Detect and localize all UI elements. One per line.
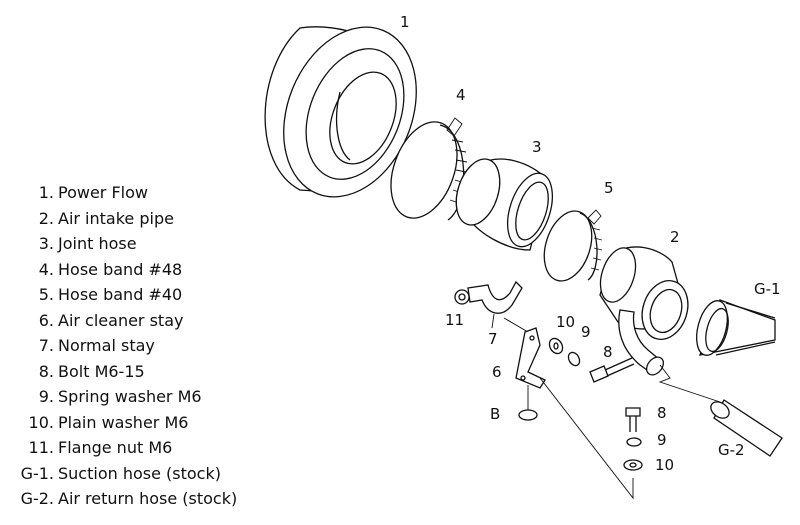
callout-3: 3	[532, 138, 542, 156]
legend-number: 8.	[38, 361, 54, 381]
legend-label: Joint hose	[58, 234, 137, 253]
legend-number: 6.	[38, 310, 54, 330]
legend-number: 5.	[38, 285, 54, 304]
power-flow-filter	[264, 26, 417, 198]
legend-label: Plain washer M6	[58, 412, 189, 432]
legend-item-g2: G-2.Air return hose (stock)	[0, 486, 300, 512]
legend-item-9: 9.Spring washer M6	[0, 384, 300, 410]
callout-9-lower: 9	[657, 431, 667, 449]
legend-item-7: 7.Normal stay	[0, 333, 300, 359]
legend-item-8: 8.Bolt M6-15	[0, 359, 300, 385]
legend-number: 4.	[38, 259, 54, 279]
suction-hose-g1	[696, 299, 776, 356]
legend-label: Hose band #40	[58, 285, 183, 304]
legend-label: Air return hose (stock)	[58, 489, 238, 508]
callout-1: 1	[400, 13, 410, 31]
parts-legend: 1.Power Flow 2.Air intake pipe 3.Joint h…	[0, 180, 300, 512]
legend-number: 11.	[28, 438, 54, 457]
callout-g2: G-2	[718, 441, 745, 459]
legend-label: Normal stay	[58, 336, 155, 355]
legend-label: Flange nut M6	[58, 438, 173, 457]
callout-b: B	[490, 405, 500, 423]
air-cleaner-stay	[515, 327, 546, 421]
legend-item-3: 3.Joint hose	[0, 231, 300, 257]
legend-label: Hose band #48	[58, 259, 183, 279]
legend-label: Spring washer M6	[58, 387, 202, 406]
legend-number: 2.	[38, 208, 54, 228]
joint-hose	[455, 158, 554, 251]
callout-8-lower: 8	[657, 404, 667, 422]
washers-and-bolt-lower	[539, 377, 643, 500]
normal-stay-and-flange-nut	[454, 280, 529, 333]
callout-g1: G-1	[754, 280, 781, 298]
callout-11: 11	[445, 311, 464, 329]
legend-number: 3.	[38, 234, 54, 253]
legend-number: G-1.	[20, 463, 54, 483]
legend-item-6: 6.Air cleaner stay	[0, 308, 300, 334]
legend-number: G-2.	[20, 489, 54, 508]
hose-band-48	[390, 117, 468, 221]
callout-10-lower: 10	[655, 456, 674, 474]
legend-item-2: 2.Air intake pipe	[0, 206, 300, 232]
callout-4: 4	[456, 86, 466, 104]
legend-label: Suction hose (stock)	[58, 463, 221, 483]
callout-7: 7	[488, 330, 498, 348]
hose-band-40	[543, 209, 603, 282]
callout-2: 2	[670, 228, 680, 246]
callout-10-upper: 10	[556, 313, 575, 331]
callout-8-upper: 8	[603, 343, 613, 361]
legend-item-4: 4.Hose band #48	[0, 257, 300, 283]
legend-item-10: 10.Plain washer M6	[0, 410, 300, 436]
legend-label: Air intake pipe	[58, 208, 174, 228]
legend-number: 9.	[38, 387, 54, 406]
legend-label: Power Flow	[58, 183, 148, 202]
washers-and-bolt-upper	[548, 337, 635, 383]
legend-number: 10.	[28, 412, 54, 432]
legend-label: Air cleaner stay	[58, 310, 184, 330]
legend-item-5: 5.Hose band #40	[0, 282, 300, 308]
legend-number: 1.	[38, 183, 54, 202]
legend-item-11: 11.Flange nut M6	[0, 435, 300, 461]
callout-5: 5	[604, 179, 614, 197]
legend-number: 7.	[38, 336, 54, 355]
callout-6: 6	[492, 363, 502, 381]
air-return-hose-g2	[658, 364, 783, 457]
legend-item-g1: G-1.Suction hose (stock)	[0, 461, 300, 487]
legend-item-1: 1.Power Flow	[0, 180, 300, 206]
callout-9-upper: 9	[581, 323, 591, 341]
air-intake-pipe	[599, 246, 689, 376]
legend-label: Bolt M6-15	[58, 361, 145, 381]
